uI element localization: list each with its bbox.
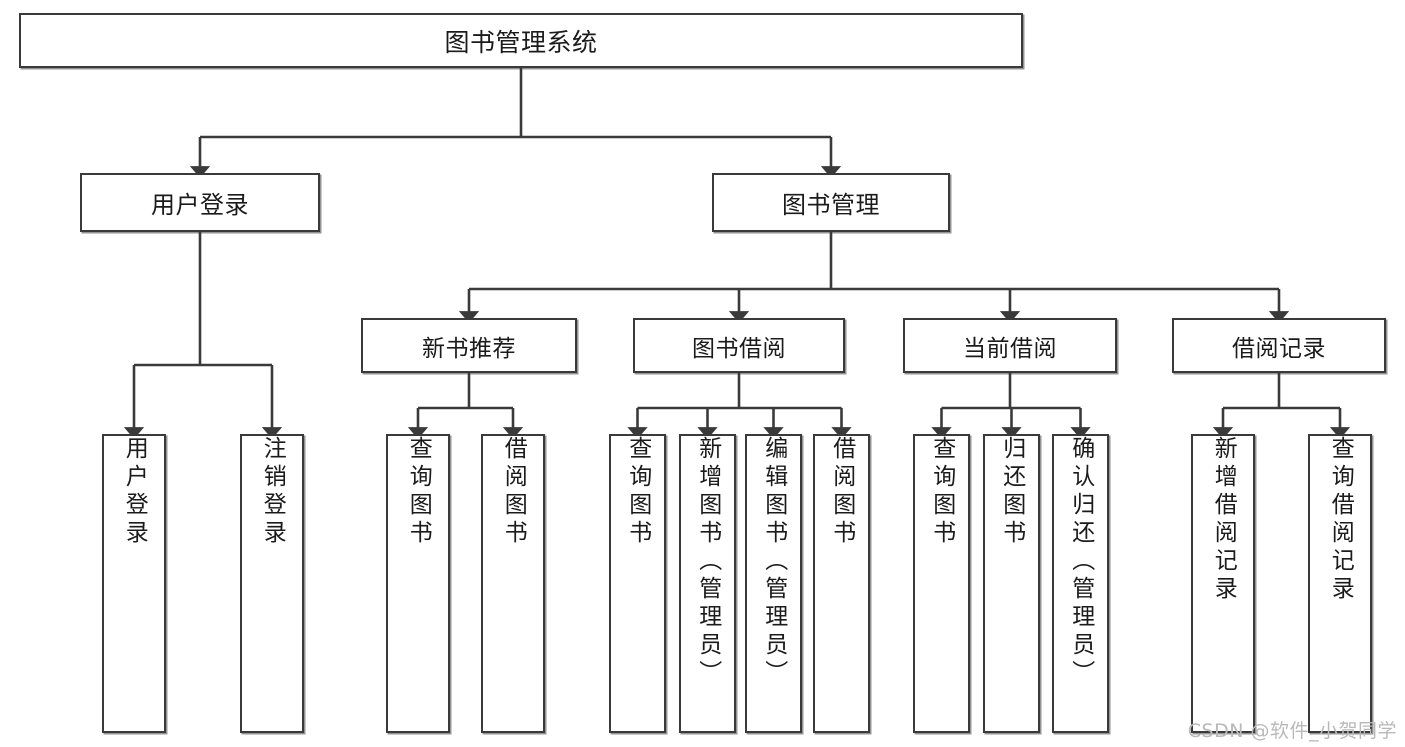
node-label: 借阅图书: [500, 436, 527, 548]
node-leaf-rec-borrow[interactable]: 借阅图书: [481, 434, 545, 733]
node-label: 查询借阅记录: [1327, 436, 1354, 604]
node-leaf-brw-query[interactable]: 查询图书: [609, 434, 666, 733]
node-new-book-rec[interactable]: 新书推荐: [361, 318, 577, 373]
node-label: 查询图书: [928, 436, 955, 548]
node-leaf-rec-search[interactable]: 查询借阅记录: [1308, 434, 1372, 733]
node-root[interactable]: 图书管理系统: [19, 13, 1023, 68]
node-book-borrow[interactable]: 图书借阅: [633, 318, 845, 373]
node-label: 查询图书: [405, 436, 432, 548]
node-current-borrow[interactable]: 当前借阅: [903, 318, 1117, 373]
node-leaf-cur-query[interactable]: 查询图书: [913, 434, 970, 733]
node-leaf-rec-query[interactable]: 查询图书: [386, 434, 450, 733]
node-leaf-cur-confirm[interactable]: 确认归还（管理员）: [1052, 434, 1109, 733]
node-label: 注销登录: [259, 436, 286, 548]
node-leaf-rec-add[interactable]: 新增借阅记录: [1191, 434, 1255, 733]
node-label: 新书推荐: [422, 335, 516, 362]
node-label: 查询图书: [624, 436, 651, 548]
node-book-manage[interactable]: 图书管理: [712, 173, 950, 232]
node-leaf-brw-borrow[interactable]: 借阅图书: [813, 434, 870, 733]
node-label: 确认归还（管理员）: [1067, 436, 1094, 688]
node-leaf-user-login[interactable]: 用户登录: [102, 434, 166, 733]
node-label: 用户登录: [151, 191, 249, 219]
node-label: 归还图书: [998, 436, 1025, 548]
node-label: 图书管理系统: [444, 27, 598, 57]
node-label: 编辑图书（管理员）: [760, 436, 787, 688]
node-label: 用户登录: [121, 436, 148, 548]
node-user-login[interactable]: 用户登录: [80, 173, 320, 232]
node-label: 借阅图书: [828, 436, 855, 548]
node-label: 新增图书（管理员）: [694, 436, 721, 688]
node-leaf-user-logout[interactable]: 注销登录: [240, 434, 304, 733]
node-leaf-brw-add[interactable]: 新增图书（管理员）: [679, 434, 736, 733]
node-label: 当前借阅: [963, 335, 1057, 362]
node-label: 借阅记录: [1232, 335, 1326, 362]
node-label: 图书管理: [782, 191, 880, 219]
node-label: 新增借阅记录: [1210, 436, 1237, 604]
edge-group: [123, 68, 1351, 440]
node-borrow-record[interactable]: 借阅记录: [1172, 318, 1386, 373]
node-leaf-brw-edit[interactable]: 编辑图书（管理员）: [745, 434, 802, 733]
node-label: 图书借阅: [692, 335, 786, 362]
node-leaf-cur-return[interactable]: 归还图书: [983, 434, 1040, 733]
